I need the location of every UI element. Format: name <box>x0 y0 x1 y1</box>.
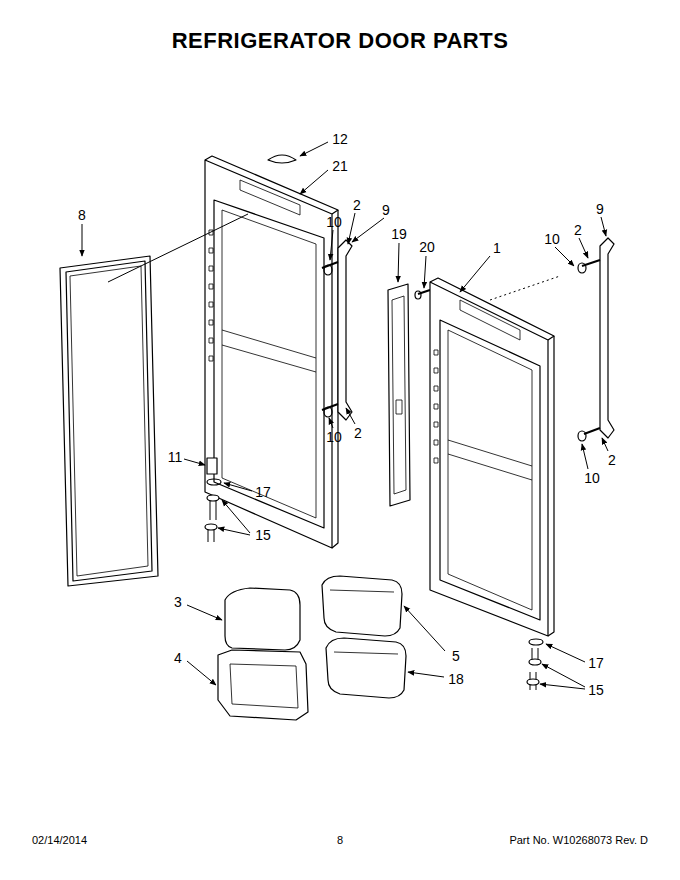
callout-number: 9 <box>596 202 604 216</box>
callout-number: 17 <box>255 485 271 499</box>
footer-text: 8 <box>337 835 343 846</box>
callout-number: 19 <box>391 227 407 241</box>
callout-number: 3 <box>174 595 182 609</box>
callout-number: 15 <box>588 683 604 697</box>
callout-number: 10 <box>326 215 342 229</box>
callout-number: 21 <box>332 159 348 173</box>
callout-number: 2 <box>608 453 616 467</box>
page-title: REFRIGERATOR DOOR PARTS <box>172 30 509 52</box>
callout-number: 10 <box>544 232 560 246</box>
callout-number: 2 <box>353 198 361 212</box>
callout-number: 5 <box>452 649 460 663</box>
callout-number: 10 <box>584 471 600 485</box>
callout-number: 12 <box>332 132 348 146</box>
callout-number: 9 <box>382 203 390 217</box>
callout-number: 4 <box>174 651 182 665</box>
callout-number: 11 <box>168 450 183 464</box>
callout-number: 15 <box>255 528 271 542</box>
callout-number: 2 <box>574 223 582 237</box>
callout-number: 18 <box>448 672 464 686</box>
footer-text: 02/14/2014 <box>32 835 87 846</box>
callout-number: 8 <box>78 208 86 222</box>
callout-number: 10 <box>326 430 342 444</box>
callout-number: 20 <box>419 240 435 254</box>
callout-number: 1 <box>493 241 501 255</box>
callout-number: 2 <box>354 426 362 440</box>
callout-number: 17 <box>588 656 604 670</box>
footer-text: Part No. W10268073 Rev. D <box>509 835 648 846</box>
